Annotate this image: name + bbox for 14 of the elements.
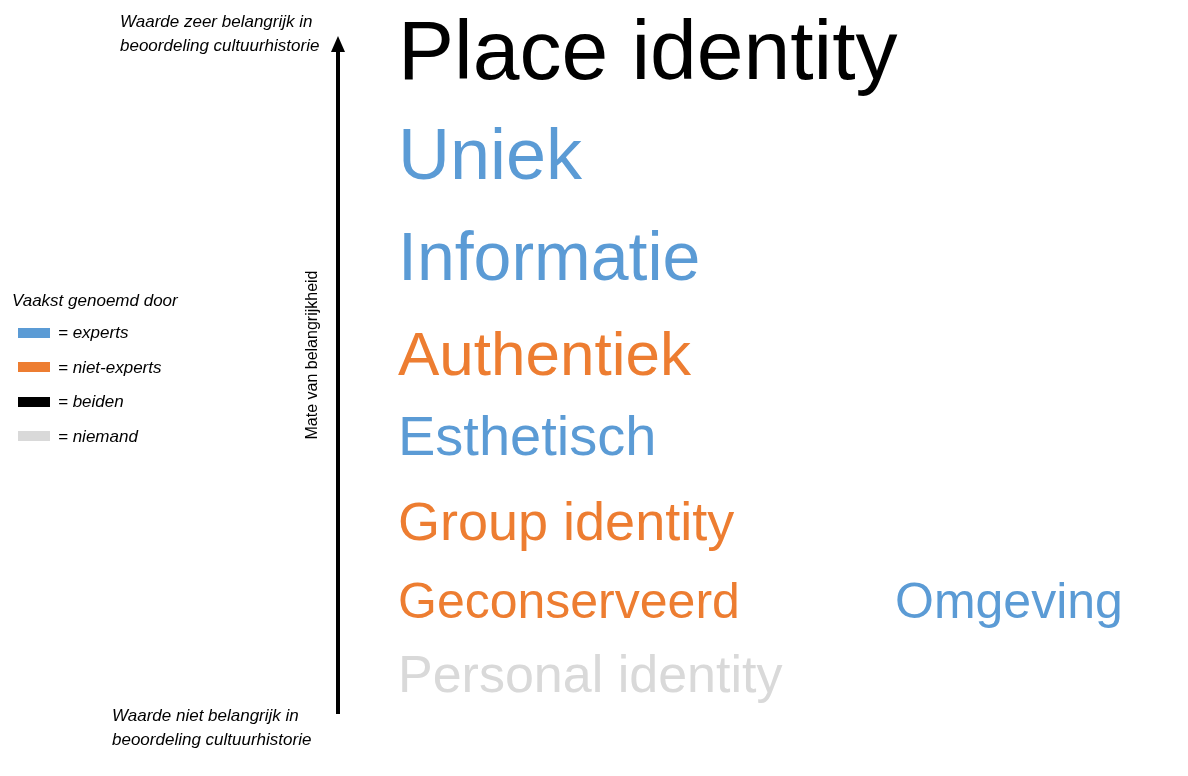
value-term: Geconserveerd — [398, 576, 740, 626]
legend-text: = experts — [58, 322, 129, 344]
legend-title: Vaakst genoemd door — [12, 290, 178, 312]
legend-text: = niemand — [58, 425, 138, 448]
value-term: Esthetisch — [398, 408, 657, 464]
value-term: Uniek — [398, 118, 583, 190]
axis-end-note: Waarde zeer belangrijk in beoordeling cultuurhistorie — [120, 11, 321, 57]
value-term: Omgeving — [895, 576, 1123, 626]
axis-end-note: Waarde niet belangrijk in beoordeling cultuurhistorie — [112, 705, 313, 751]
legend-text: = beiden — [58, 391, 124, 413]
legend-text: = niet-experts — [58, 356, 162, 379]
value-term: Informatie — [398, 222, 701, 290]
value-term: Authentiek — [398, 323, 691, 385]
axis-label: Mate van belangrijkheid — [302, 270, 321, 440]
